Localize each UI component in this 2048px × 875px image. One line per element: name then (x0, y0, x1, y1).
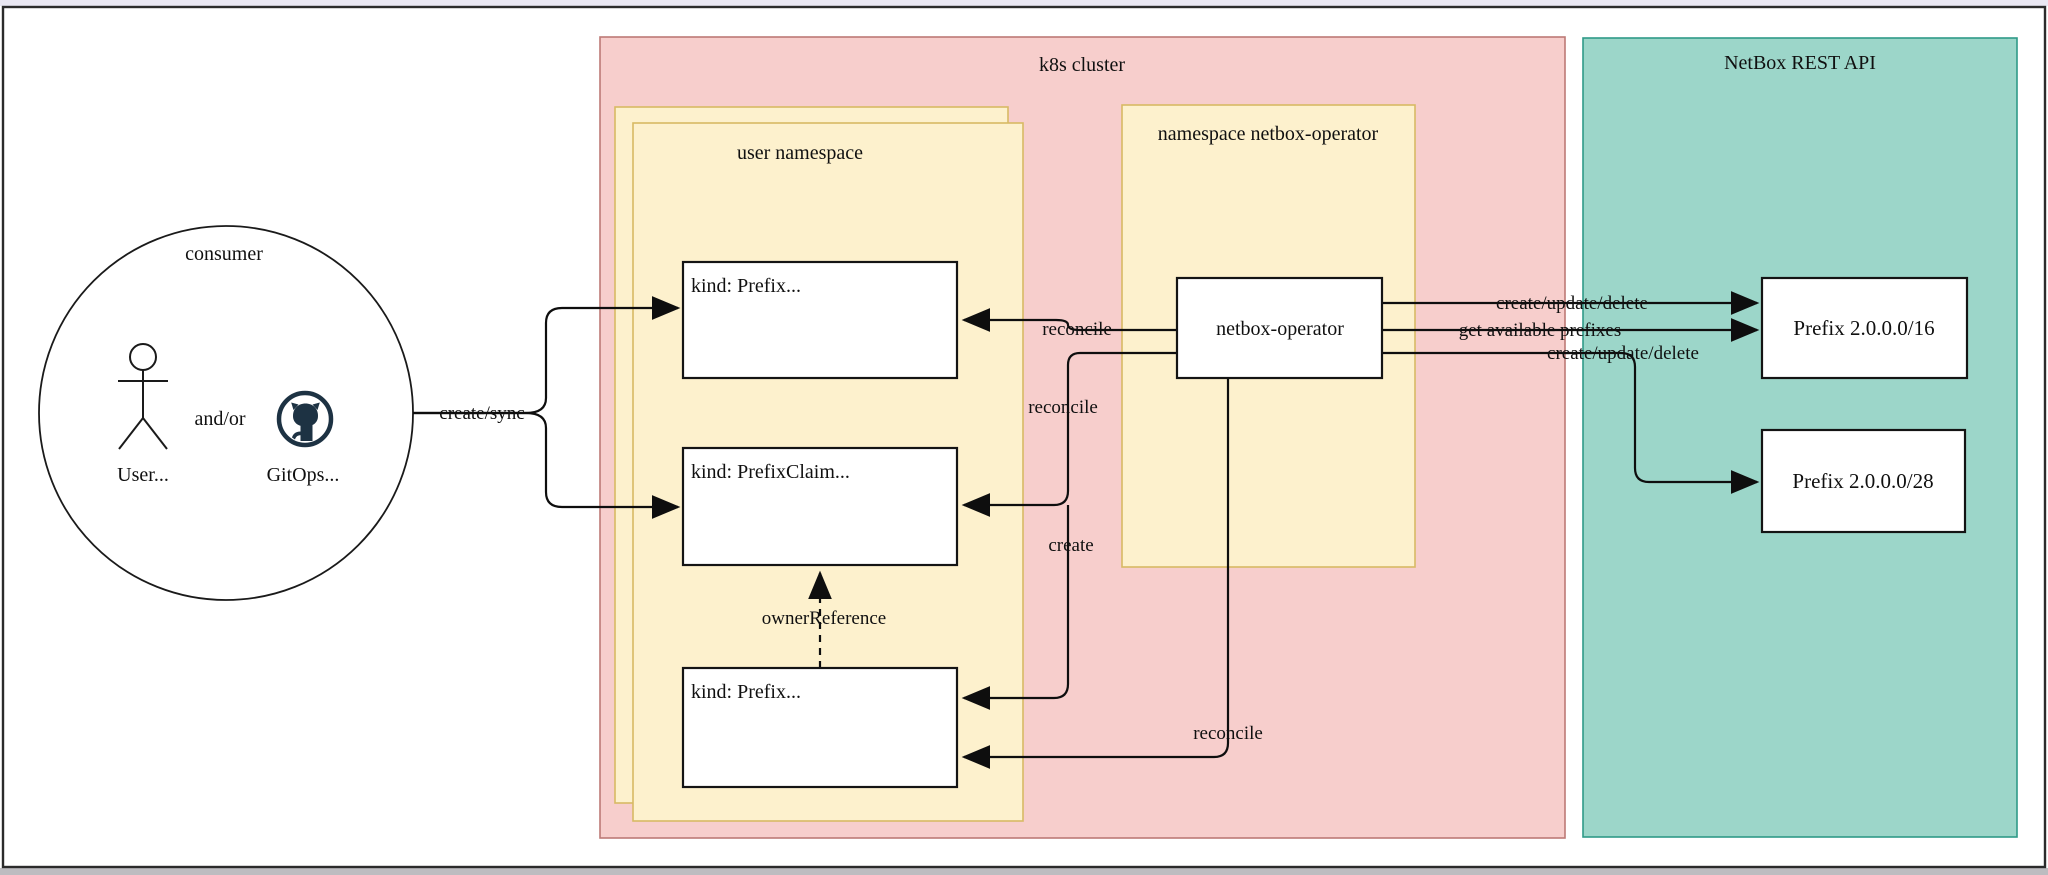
github-icon (276, 390, 334, 448)
operator-namespace-title: namespace netbox-operator (1158, 123, 1379, 145)
user-namespace-title: user namespace (737, 142, 863, 164)
crud-prefix28-label: create/update/delete (1547, 343, 1699, 364)
prefix-28-label: Prefix 2.0.0.0/28 (1792, 469, 1933, 493)
reconcile-child-label: reconcile (1193, 723, 1263, 744)
window-bottom-strip (0, 868, 2048, 875)
crud-prefix16-label: create/update/delete (1496, 293, 1648, 314)
prefix-16-node (1760, 276, 1969, 380)
and-or-label: and/or (194, 408, 245, 430)
edge-reconcile-prefixclaim (961, 351, 1177, 517)
window-top-strip (0, 0, 2048, 6)
prefix-child-crd-node (681, 666, 959, 789)
prefix-16-label: Prefix 2.0.0.0/16 (1793, 316, 1934, 340)
prefix-28-node (1760, 428, 1967, 534)
create-child-label: create (1048, 535, 1093, 556)
get-available-prefixes-label: get available prefixes (1459, 320, 1621, 341)
reconcile-prefix-label: reconcile (1042, 319, 1112, 340)
prefixclaim-crd-node (681, 446, 959, 567)
prefix-child-crd-label: kind: Prefix... (691, 681, 801, 703)
k8s-cluster-title: k8s cluster (1039, 54, 1125, 76)
edge-crud-prefix28 (1382, 351, 1760, 494)
edge-reconcile-prefix (961, 308, 1177, 332)
consumer-title: consumer (185, 243, 263, 265)
edge-reconcile-child-prefix (961, 378, 1230, 769)
reconcile-prefixclaim-label: reconcile (1028, 397, 1098, 418)
edge-create-sync (413, 296, 681, 519)
edge-create-child-prefix (961, 505, 1070, 710)
prefix-crd-label: kind: Prefix... (691, 275, 801, 297)
owner-reference-label: ownerReference (762, 608, 886, 629)
user-actor-label: User... (117, 464, 169, 486)
create-sync-label: create/sync (439, 403, 524, 424)
netbox-api-title: NetBox REST API (1724, 52, 1876, 74)
netbox-operator-label: netbox-operator (1216, 318, 1344, 340)
netbox-operator-node (1175, 276, 1384, 380)
prefixclaim-crd-label: kind: PrefixClaim... (691, 461, 850, 483)
gitops-label: GitOps... (267, 464, 340, 486)
user-actor-icon (118, 343, 168, 450)
prefix-crd-node (681, 260, 959, 380)
